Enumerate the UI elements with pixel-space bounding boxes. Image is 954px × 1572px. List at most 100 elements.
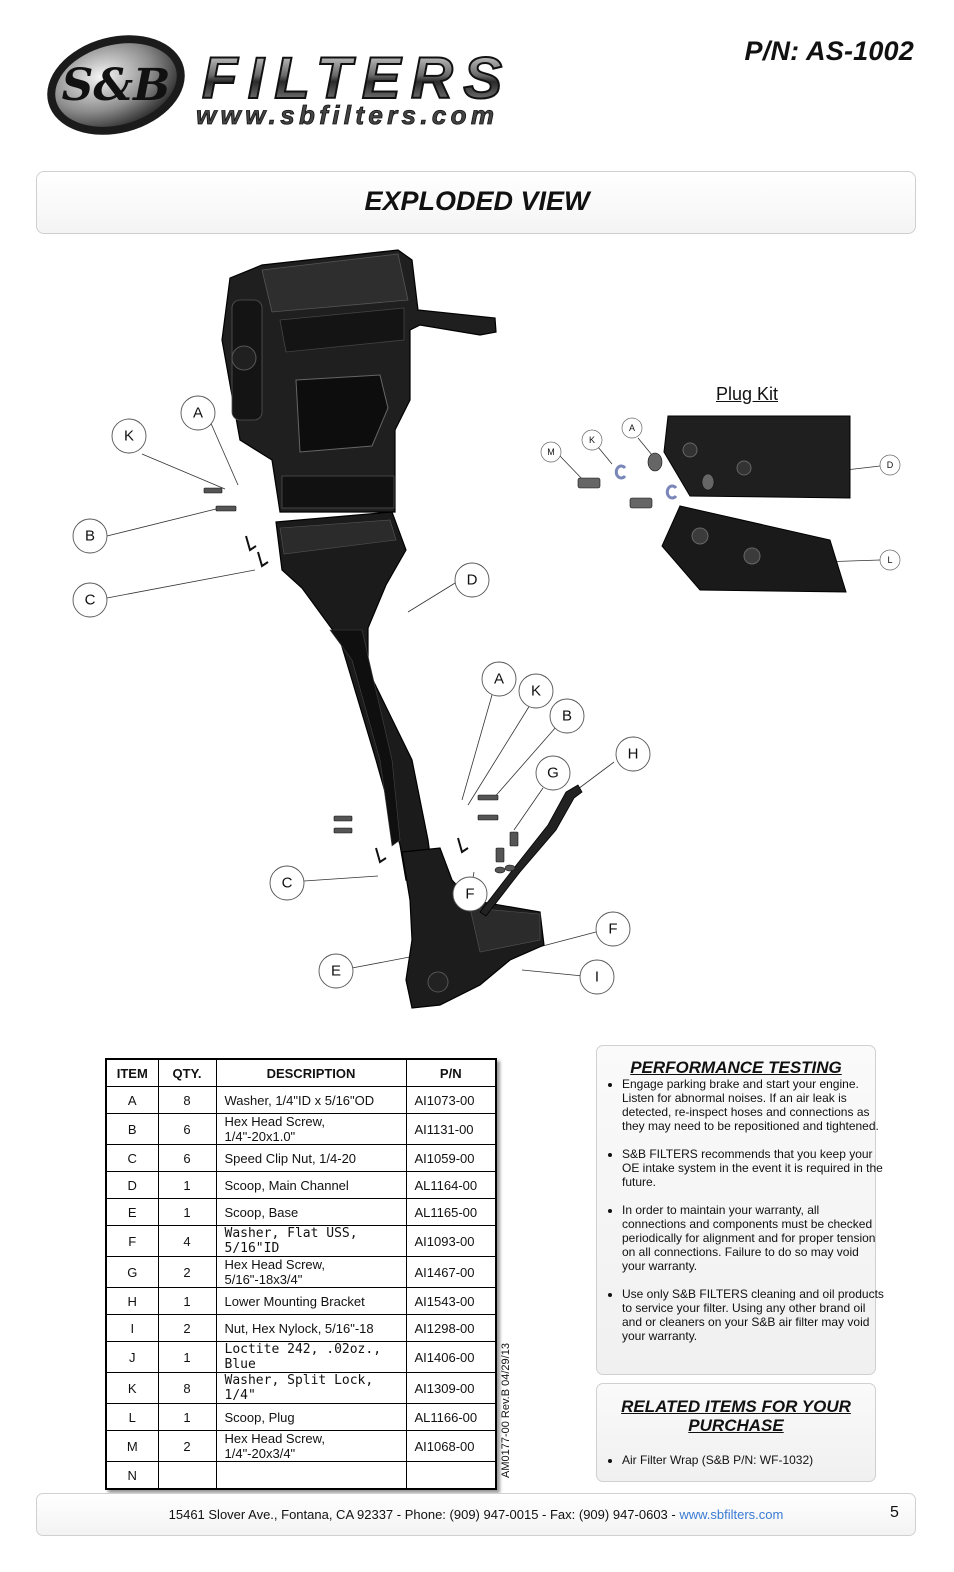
sb-filters-logo: S&B FILTERS www.sbfilters.com [47,35,503,135]
plug-kit-callout-label: L [887,555,892,565]
plug-kit-callout-label: M [547,447,555,457]
website-link[interactable]: www.sbfilters.com [679,1507,784,1522]
item-cell: B [105,1113,159,1145]
qty-cell: 2 [157,1314,217,1342]
description-cell: Nut, Hex Nylock, 5/16"-18 [215,1314,407,1342]
callout-label: E [331,963,341,980]
pn-cell: AI1543-00 [405,1287,497,1315]
item-cell: I [105,1314,159,1342]
table-header-row: ITEM QTY. DESCRIPTION P/N [105,1058,497,1087]
callout-label: B [85,528,95,545]
description-cell: Lower Mounting Bracket [215,1287,407,1315]
description-cell: Scoop, Plug [215,1403,407,1431]
item-cell: K [105,1372,159,1404]
related-items-panel [596,1383,876,1482]
pn-cell: AI1309-00 [405,1372,497,1404]
related-items-title: RELATED ITEMS FOR YOUR PURCHASE [621,1397,851,1435]
description-cell [215,1461,407,1490]
related-items-list: Air Filter Wrap (S&B P/N: WF-1032) [606,1453,813,1467]
callout-label: H [628,746,639,763]
item-cell: J [105,1341,159,1373]
description-cell: Washer, Flat USS, 5/16"ID [215,1225,407,1257]
page-number: 5 [890,1504,899,1521]
list-item: Engage parking brake and start your engi… [622,1077,884,1133]
exploded-view-diagram: A K B C D A K B H G C F F E I M K A D L [72,249,901,1009]
pn-cell: AI1131-00 [405,1113,497,1145]
footer-address: 15461 Slover Ave., Fontana, CA 92337 - P… [36,1507,916,1522]
pn-cell: AI1298-00 [405,1314,497,1342]
description-cell: Hex Head Screw, 5/16"-18x3/4" [215,1256,407,1288]
pn-cell: AI1073-00 [405,1086,497,1114]
pn-cell: AL1165-00 [405,1198,497,1226]
description-cell: Speed Clip Nut, 1/4-20 [215,1144,407,1172]
qty-cell: 1 [157,1403,217,1431]
callout-label: C [85,592,96,609]
callout-label: B [562,708,572,725]
plug-kit-callout-label: D [887,460,894,470]
qty-cell: 1 [157,1341,217,1373]
pn-cell: AI1406-00 [405,1341,497,1373]
svg-text:S&B: S&B [62,60,171,111]
item-cell: N [105,1461,159,1490]
qty-cell: 8 [157,1086,217,1114]
callout-label: I [595,969,599,986]
performance-testing-title: PERFORMANCE TESTING [630,1058,842,1077]
callout-label: A [494,671,504,688]
description-cell: Loctite 242, .02oz., Blue [215,1341,407,1373]
column-header: P/N [405,1058,497,1087]
column-header: QTY. [157,1058,217,1087]
qty-cell [157,1461,217,1490]
item-cell: A [105,1086,159,1114]
part-number: P/N: AS-1002 [744,36,914,66]
item-cell: E [105,1198,159,1226]
list-item: S&B FILTERS recommends that you keep you… [622,1147,884,1189]
title-panel [36,171,916,234]
description-cell: Scoop, Base [215,1198,407,1226]
pn-cell: AI1059-00 [405,1144,497,1172]
callout-label: F [608,921,617,938]
list-item: Use only S&B FILTERS cleaning and oil pr… [622,1287,884,1343]
pn-cell [405,1461,497,1490]
plug-kit-label: Plug Kit [716,384,779,404]
page-title: EXPLODED VIEW [364,186,590,216]
pn-cell: AI1467-00 [405,1256,497,1288]
qty-cell: 8 [157,1372,217,1404]
qty-cell: 2 [157,1430,217,1462]
callout-label: G [547,765,559,782]
item-cell: G [105,1256,159,1288]
table-row: N [105,1461,497,1490]
address-text: 15461 Slover Ave., Fontana, CA 92337 - P… [168,1507,680,1522]
qty-cell: 4 [157,1225,217,1257]
pn-cell: AL1166-00 [405,1403,497,1431]
performance-testing-list: Engage parking brake and start your engi… [606,1077,884,1357]
description-cell: Hex Head Screw, 1/4"-20x1.0" [215,1113,407,1145]
qty-cell: 1 [157,1198,217,1226]
callout-label: C [282,875,293,892]
svg-text:www.sbfilters.com: www.sbfilters.com [196,100,494,130]
pn-cell: AI1068-00 [405,1430,497,1462]
list-item: In order to maintain your warranty, all … [622,1203,884,1273]
pn-cell: AI1093-00 [405,1225,497,1257]
item-cell: C [105,1144,159,1172]
description-cell: Washer, 1/4"ID x 5/16"OD [215,1086,407,1114]
qty-cell: 1 [157,1287,217,1315]
description-cell: Hex Head Screw, 1/4"-20x3/4" [215,1430,407,1462]
item-cell: M [105,1430,159,1462]
pn-cell: AL1164-00 [405,1171,497,1199]
list-item: Air Filter Wrap (S&B P/N: WF-1032) [622,1453,813,1467]
plug-kit-callout-label: K [589,435,595,445]
item-cell: L [105,1403,159,1431]
description-cell: Scoop, Main Channel [215,1171,407,1199]
performance-testing-panel [596,1045,876,1375]
